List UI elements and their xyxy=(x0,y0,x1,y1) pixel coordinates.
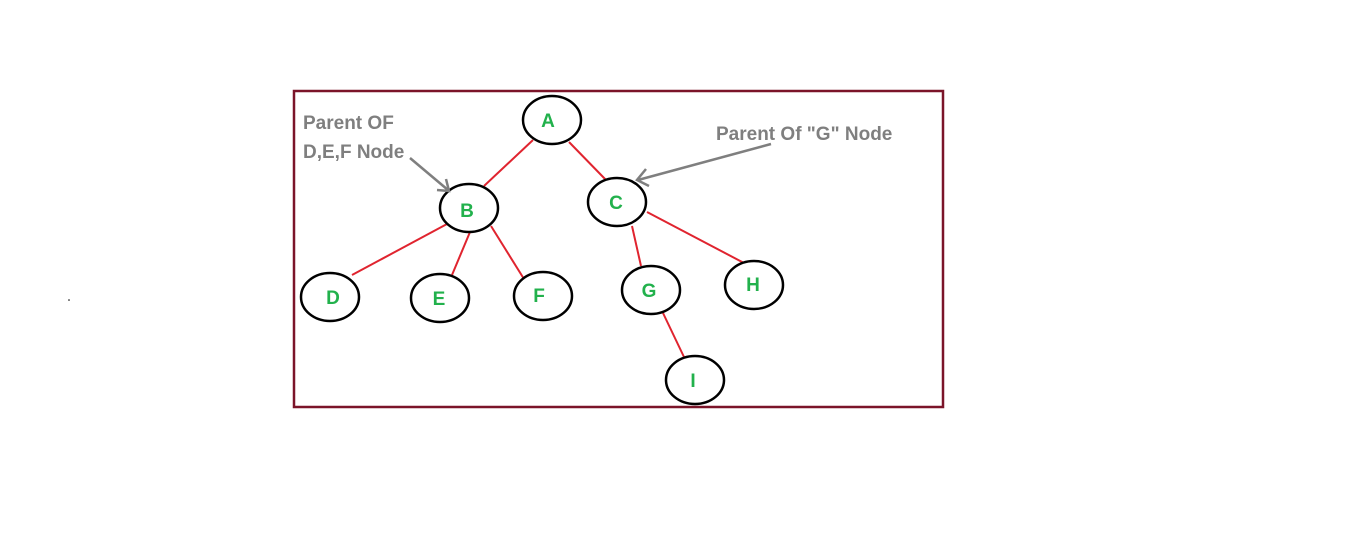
edges xyxy=(351,139,745,358)
annotation-parent-c-arrow-shaft xyxy=(637,142,772,182)
edge-c-h xyxy=(646,211,745,264)
node-a-circle xyxy=(521,94,583,146)
annotation-parent-b: Parent OF D,E,F Node xyxy=(303,113,451,193)
node-d-label: D xyxy=(326,288,340,309)
node-g-label: G xyxy=(642,281,657,302)
node-b-label: B xyxy=(460,201,474,222)
node-f: F xyxy=(512,270,574,322)
annotation-parent-b-arrow-head xyxy=(436,178,451,193)
edge-b-f xyxy=(490,225,525,280)
edge-g-i xyxy=(662,312,685,358)
node-g-circle xyxy=(620,264,682,316)
node-a-label: A xyxy=(541,111,555,132)
node-h: H xyxy=(723,259,785,311)
annotation-parent-b-line2: D,E,F Node xyxy=(303,142,404,163)
annotation-parent-b-arrow-shaft xyxy=(409,157,449,191)
node-e: E xyxy=(409,272,471,324)
edge-a-b xyxy=(483,139,534,187)
diagram-frame xyxy=(292,89,945,409)
edge-b-d xyxy=(351,223,448,276)
node-c: C xyxy=(586,176,648,228)
edge-c-g xyxy=(631,225,642,267)
annotation-parent-b-line1: Parent OF xyxy=(303,113,394,134)
node-f-circle xyxy=(512,270,574,322)
node-h-circle xyxy=(723,259,785,311)
edge-b-e xyxy=(451,231,471,276)
node-b: B xyxy=(438,182,500,234)
node-d-circle xyxy=(299,271,361,323)
node-i: I xyxy=(664,354,726,406)
node-a: A xyxy=(521,94,583,146)
node-c-circle xyxy=(586,176,648,228)
annotation-parent-c-text: Parent Of "G" Node xyxy=(716,124,892,145)
node-c-label: C xyxy=(609,193,623,214)
node-d: D xyxy=(299,271,361,323)
node-g: G xyxy=(620,264,682,316)
node-i-label: I xyxy=(690,371,695,392)
node-e-circle xyxy=(409,272,471,324)
node-h-label: H xyxy=(746,275,760,296)
node-f-label: F xyxy=(533,286,545,307)
annotation-parent-c-arrow-head xyxy=(635,168,650,188)
edge-a-c xyxy=(568,141,607,181)
node-e-label: E xyxy=(433,289,446,310)
node-b-circle xyxy=(438,182,500,234)
stray-dot xyxy=(68,299,70,301)
node-i-circle xyxy=(664,354,726,406)
annotation-parent-c: Parent Of "G" Node xyxy=(635,124,892,188)
